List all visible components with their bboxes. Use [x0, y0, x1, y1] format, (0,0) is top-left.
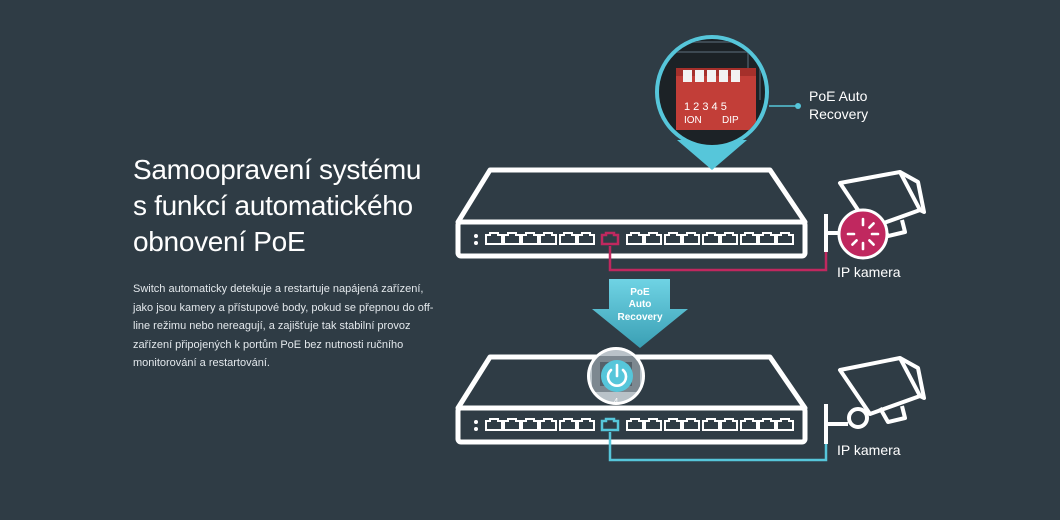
- dip-on-label: ION: [684, 115, 702, 126]
- dip-callout-dot: [795, 103, 801, 109]
- feature-text: Samoopravení systému s funkcí automatick…: [133, 152, 453, 384]
- alert-icon: [837, 208, 889, 260]
- camera-bottom-label: IP kamera: [837, 442, 901, 458]
- switch-icon-top: [455, 167, 808, 259]
- switch-icon-bottom: [455, 354, 808, 445]
- arrow-line-1: PoE: [630, 287, 650, 298]
- dip-label-line-2: Recovery: [809, 106, 868, 122]
- cable-top: [608, 240, 828, 272]
- port-row-top: [474, 234, 478, 245]
- heading-line-2: s funkcí automatického: [133, 190, 413, 221]
- dip-switch-icon: 1 2 3 4 5 ION DIP: [655, 35, 769, 170]
- recovered-port-bottom: [600, 417, 620, 432]
- ports-top: [485, 232, 794, 245]
- failed-port-top: [600, 231, 620, 246]
- ports-bottom: [485, 418, 794, 431]
- dip-dip-label: DIP: [722, 115, 739, 126]
- restart-icon: 4: [587, 347, 645, 406]
- dip-numbers: 1 2 3 4 5: [684, 101, 727, 113]
- feature-description: Switch automaticky detekuje a restartuje…: [133, 283, 434, 369]
- heading-line-1: Samoopravení systému: [133, 154, 422, 185]
- ip-camera-icon-bottom: [824, 356, 926, 444]
- heading-line-3: obnovení PoE: [133, 226, 306, 257]
- camera-top-label: IP kamera: [837, 264, 901, 280]
- dip-label-line-1: PoE Auto: [809, 88, 868, 104]
- arrow-line-3: Recovery: [617, 312, 662, 323]
- arrow-line-2: Auto: [629, 299, 652, 310]
- port-number: 4: [614, 397, 619, 406]
- feature-heading: Samoopravení systému s funkcí automatick…: [133, 152, 453, 260]
- recovery-arrow: PoE Auto Recovery: [592, 279, 688, 348]
